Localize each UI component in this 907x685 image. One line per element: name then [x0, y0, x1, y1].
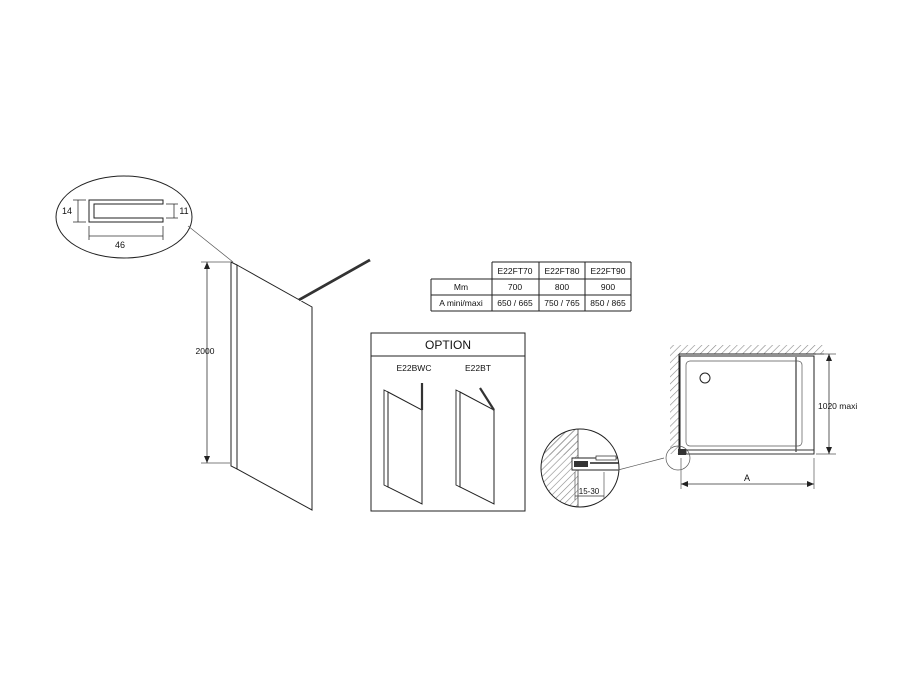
glass-panel	[236, 264, 313, 511]
table-header-cell: E22FT80	[545, 266, 580, 276]
tray-basin	[685, 360, 803, 447]
option-box-title: OPTION	[425, 338, 471, 352]
option-item-label: E22BT	[465, 363, 491, 373]
panel-height-label: 2000	[196, 346, 215, 356]
table-cell: 650 / 665	[497, 298, 533, 308]
depth-label: 1020 maxi	[818, 401, 857, 411]
profile-detail-ellipse	[55, 175, 193, 259]
table-cell: 750 / 765	[544, 298, 580, 308]
profile-leader-line	[187, 225, 234, 263]
back-wall-hatch	[670, 345, 824, 354]
plan-detail-marker	[665, 445, 691, 471]
u-profile-section	[88, 199, 164, 223]
side-wall-hatch	[670, 354, 679, 454]
wall-fixing-detail: 15-30	[540, 428, 665, 508]
angled-bar	[479, 387, 495, 411]
option-box-frame	[370, 332, 526, 512]
table-row-label: A mini/maxi	[439, 298, 483, 308]
table-header-cell: E22FT90	[591, 266, 626, 276]
shower-tray	[679, 355, 815, 453]
fixing-range-label: 15-30	[579, 487, 600, 496]
table-cell: 900	[601, 282, 615, 292]
table-cell: 800	[555, 282, 569, 292]
profile-outer-height-label: 14	[62, 206, 72, 216]
wall-profile	[230, 261, 238, 470]
option-e22bwc-drawing	[383, 383, 424, 505]
profile-width-label: 46	[115, 240, 125, 250]
spec-table: E22FT70 E22FT80 E22FT90 Mm 700 800 900 A…	[430, 261, 632, 312]
table-row-label: Mm	[454, 282, 468, 292]
stabiliser-bar	[298, 258, 371, 302]
glass-panel-elevation: 2000	[196, 258, 371, 511]
plan-view: 1020 maxi A	[665, 345, 857, 489]
option-e22bt-drawing	[455, 387, 495, 505]
profile-detail: 46 14 11	[55, 175, 234, 263]
wall-detail-circle	[540, 428, 620, 508]
width-label: A	[744, 473, 750, 483]
option-box: OPTION E22BWC E22BT	[370, 332, 526, 512]
option-item-label: E22BWC	[397, 363, 432, 373]
table-cell: 850 / 865	[590, 298, 626, 308]
table-cell: 700	[508, 282, 522, 292]
drain-circle	[699, 372, 711, 384]
table-header-cell: E22FT70	[498, 266, 533, 276]
profile-inner-height-label: 11	[179, 206, 188, 216]
wall-detail-leader	[617, 457, 665, 471]
plan-glass-panel	[685, 449, 815, 455]
